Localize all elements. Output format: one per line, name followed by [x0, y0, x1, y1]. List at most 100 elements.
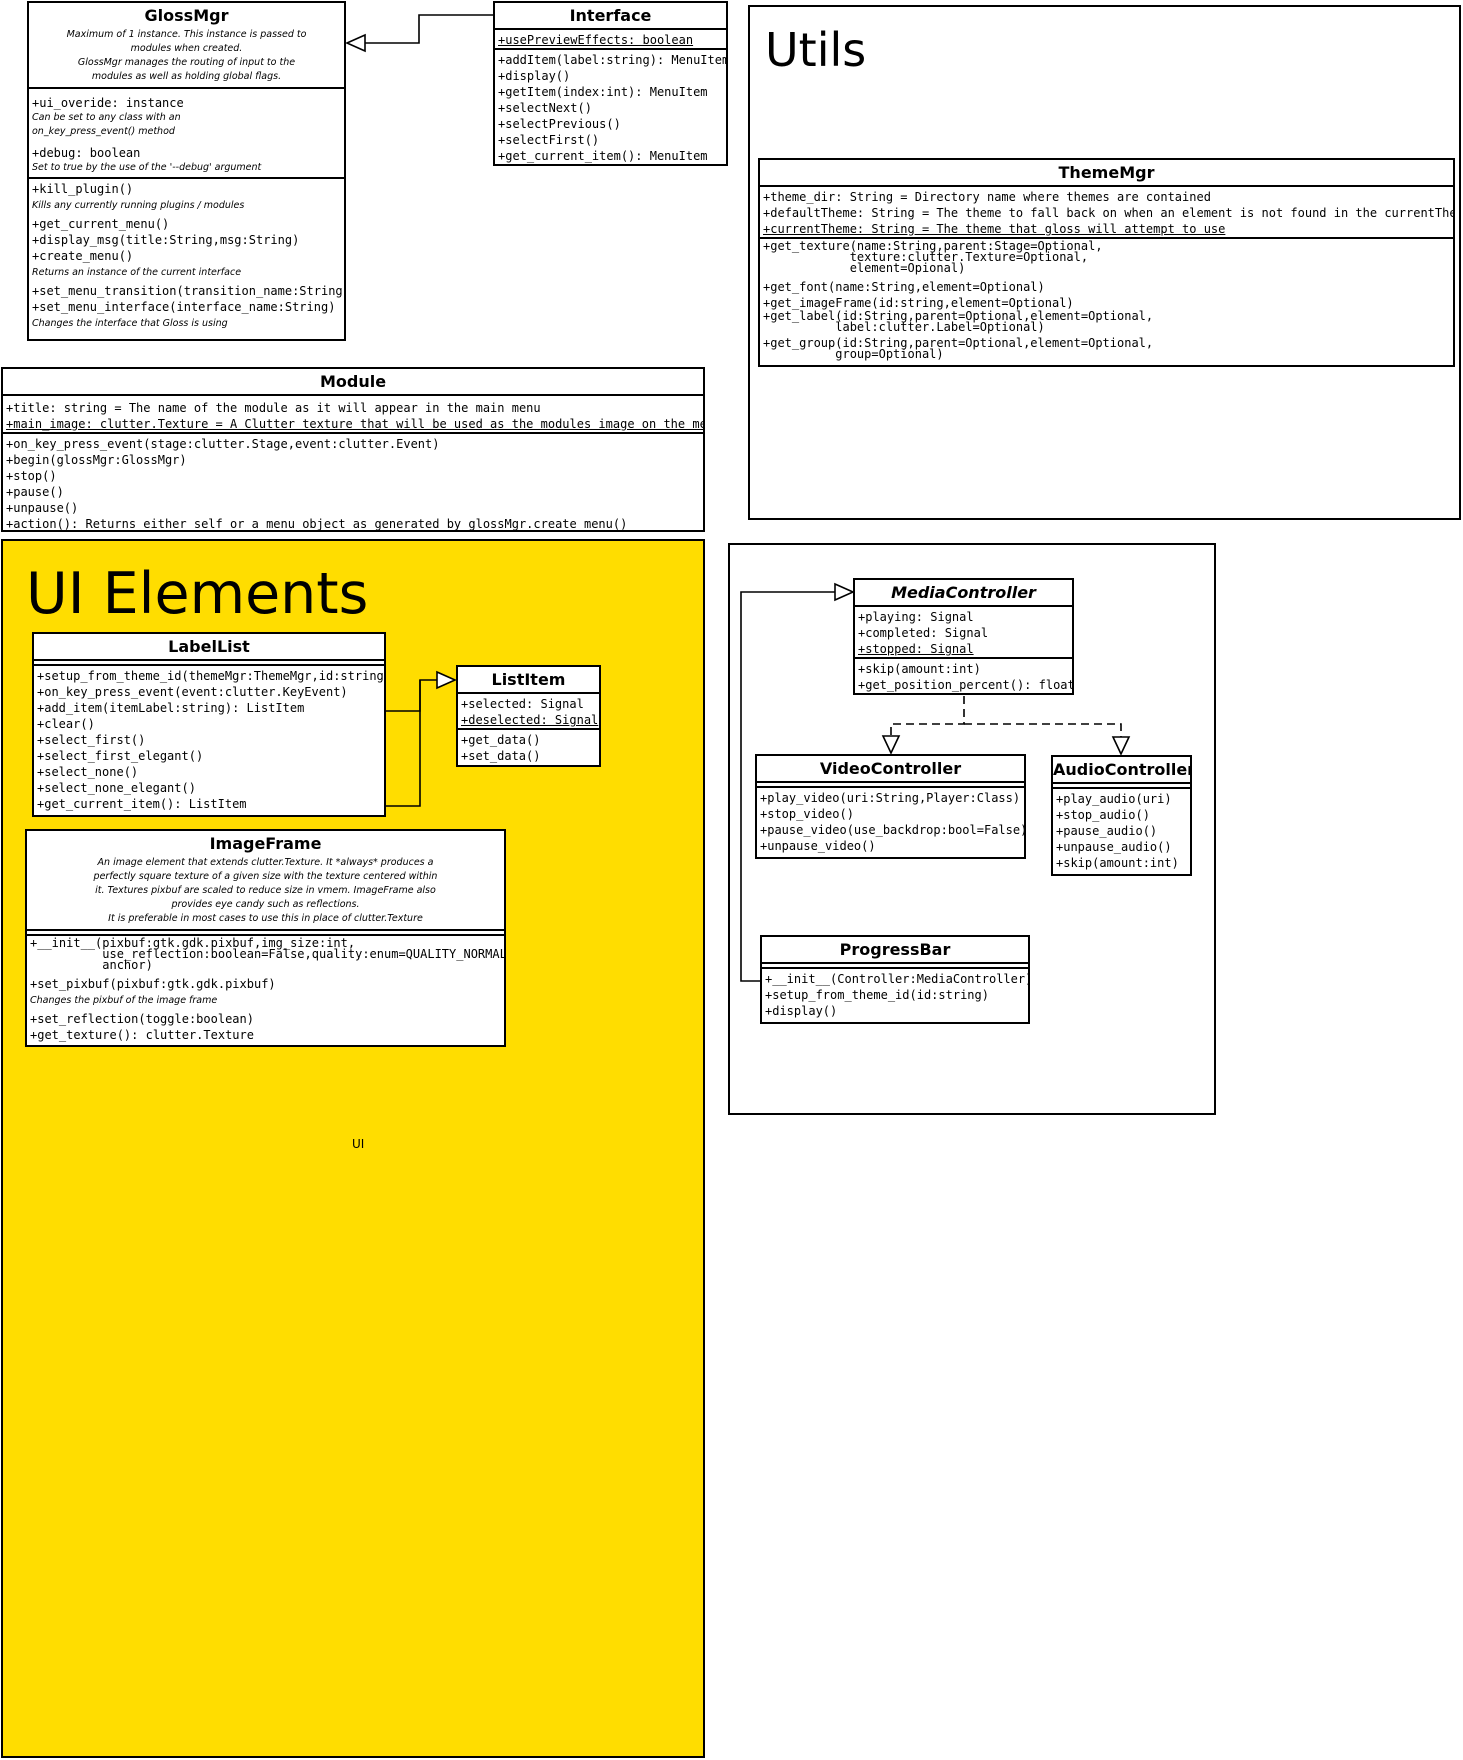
module-method: +pause() — [6, 485, 64, 499]
listitem-methods: +get_data() +set_data() — [458, 728, 599, 765]
mediacontroller-class-name: MediaController — [891, 583, 1036, 602]
progressbar-method: +display() — [765, 1004, 838, 1018]
audiocontroller-attributes — [1053, 782, 1190, 787]
module-attribute: +main_image: clutter.Texture = A Clutter… — [6, 417, 705, 431]
glossmgr-method: +display_msg(title:String,msg:String) — [32, 233, 300, 247]
thememgr-method: +get_texture(name:String,parent:Stage=Op… — [763, 239, 1103, 275]
progressbar-class[interactable]: ProgressBar +__init__(Controller:MediaCo… — [760, 935, 1030, 1024]
imageframe-class[interactable]: ImageFrame An image element that extends… — [25, 829, 506, 1047]
progressbar-methods: +__init__(Controller:MediaController) +s… — [762, 967, 1028, 1021]
audiocontroller-method: +unpause_audio() — [1056, 840, 1172, 854]
videocontroller-method: +play_video(uri:String,Player:Class) — [760, 791, 1021, 805]
glossmgr-description-line: modules when created. — [130, 43, 243, 54]
imageframe-description-line: provides eye candy such as reflections. — [171, 899, 360, 910]
labellist-method: +add_item(itemLabel:string): ListItem — [37, 701, 305, 715]
thememgr-class[interactable]: ThemeMgr +theme_dir: String = Directory … — [758, 158, 1455, 367]
videocontroller-class[interactable]: VideoController +play_video(uri:String,P… — [755, 754, 1026, 859]
audiocontroller-method: +play_audio(uri) — [1056, 792, 1172, 806]
videocontroller-method: +stop_video() — [760, 807, 854, 821]
mediacontroller-attribute: +stopped: Signal — [858, 642, 974, 656]
listitem-attributes: +selected: Signal +deselected: Signal — [458, 692, 599, 728]
progressbar-method: +__init__(Controller:MediaController) — [765, 972, 1030, 986]
mediacontroller-attributes: +playing: Signal +completed: Signal +sto… — [855, 605, 1072, 657]
media-package — [728, 543, 1216, 1115]
labellist-method: +select_first() — [37, 733, 146, 747]
interface-attributes: +usePreviewEffects: boolean — [495, 28, 726, 48]
interface-method: +selectPrevious() — [498, 117, 621, 131]
thememgr-methods: +get_texture(name:String,parent:Stage=Op… — [760, 237, 1453, 362]
audiocontroller-class[interactable]: AudioController +play_audio(uri) +stop_a… — [1051, 755, 1192, 876]
glossmgr-attribute: +debug: boolean — [32, 146, 141, 160]
interface-method: +get_current_item(): MenuItem — [498, 149, 708, 163]
progressbar-method: +setup_from_theme_id(id:string) — [765, 988, 989, 1002]
ui-elements-package-title: UI Elements — [26, 561, 369, 627]
labellist-class[interactable]: LabelList +setup_from_theme_id(themeMgr:… — [32, 632, 386, 817]
interface-method: +addItem(label:string): MenuItem — [498, 53, 728, 67]
interface-class[interactable]: Interface +usePreviewEffects: boolean +a… — [493, 1, 728, 166]
audiocontroller-methods: +play_audio(uri) +stop_audio() +pause_au… — [1053, 787, 1190, 873]
labellist-method: +select_none_elegant() — [37, 781, 196, 795]
glossmgr-method: +create_menu() — [32, 249, 134, 263]
imageframe-description-line: perfectly square texture of a given size… — [93, 871, 438, 882]
glossmgr-method-note: Returns an instance of the current inter… — [32, 267, 242, 278]
audiocontroller-method: +stop_audio() — [1056, 808, 1150, 822]
glossmgr-description-line: Maximum of 1 instance. This instance is … — [66, 29, 307, 40]
thememgr-attribute: +defaultTheme: String = The theme to fal… — [763, 206, 1455, 220]
interface-class-name: Interface — [569, 6, 652, 25]
imageframe-method: +get_texture(): clutter.Texture — [30, 1028, 254, 1042]
listitem-attribute: +deselected: Signal — [461, 713, 599, 727]
videocontroller-attributes — [757, 781, 1024, 786]
glossmgr-attribute: +ui_overide: instance — [32, 96, 184, 110]
audiocontroller-method: +pause_audio() — [1056, 824, 1158, 838]
videocontroller-class-name: VideoController — [819, 759, 962, 778]
interface-generalization-arrow — [345, 14, 493, 53]
glossmgr-method: +get_current_menu() — [32, 217, 170, 231]
listitem-class[interactable]: ListItem +selected: Signal +deselected: … — [456, 665, 601, 767]
progressbar-class-name: ProgressBar — [839, 940, 951, 959]
mediacontroller-attribute: +completed: Signal — [858, 626, 989, 640]
glossmgr-method-note: Changes the interface that Gloss is usin… — [32, 318, 228, 329]
ui-package-label: UI — [352, 1137, 365, 1151]
imageframe-methods: +__init__(pixbuf:gtk.gdk.pixbuf,img_size… — [27, 934, 504, 1045]
labellist-class-name: LabelList — [168, 637, 250, 656]
thememgr-attributes: +theme_dir: String = Directory name wher… — [760, 185, 1453, 237]
glossmgr-description-line: GlossMgr manages the routing of input to… — [77, 57, 296, 68]
thememgr-method: +get_label(id:String,parent=Optional,ele… — [763, 309, 1154, 334]
videocontroller-methods: +play_video(uri:String,Player:Class) +st… — [757, 786, 1024, 856]
audiocontroller-method: +skip(amount:int) — [1056, 856, 1179, 870]
module-method: +stop() — [6, 469, 57, 483]
imageframe-method: +__init__(pixbuf:gtk.gdk.pixbuf,img_size… — [30, 936, 506, 972]
module-attribute: +title: string = The name of the module … — [6, 401, 541, 415]
mediacontroller-class[interactable]: MediaController +playing: Signal +comple… — [853, 578, 1074, 695]
imageframe-attributes — [27, 929, 504, 934]
thememgr-method: +get_group(id:String,parent=Optional,ele… — [763, 336, 1154, 361]
labellist-method: +on_key_press_event(event:clutter.KeyEve… — [37, 685, 348, 699]
imageframe-method: +set_reflection(toggle:boolean) — [30, 1012, 254, 1026]
glossmgr-method: +set_menu_transition(transition_name:Str… — [32, 284, 346, 298]
imageframe-method-note: Changes the pixbuf of the image frame — [30, 995, 218, 1006]
thememgr-class-name: ThemeMgr — [1058, 163, 1155, 182]
utils-package — [748, 5, 1461, 520]
module-class[interactable]: Module +title: string = The name of the … — [1, 367, 705, 532]
labellist-method: +setup_from_theme_id(themeMgr:ThemeMgr,i… — [37, 669, 386, 683]
glossmgr-class[interactable]: GlossMgr Maximum of 1 instance. This ins… — [27, 1, 346, 341]
glossmgr-method-note: Kills any currently running plugins / mo… — [32, 200, 245, 211]
thememgr-method: +get_imageFrame(id:string,element=Option… — [763, 296, 1074, 310]
glossmgr-description: Maximum of 1 instance. This instance is … — [29, 28, 344, 87]
listitem-attribute: +selected: Signal — [461, 697, 584, 711]
glossmgr-class-name: GlossMgr — [144, 6, 229, 25]
imageframe-description-line: It is preferable in most cases to use th… — [108, 913, 423, 924]
thememgr-attribute: +currentTheme: String = The theme that g… — [763, 222, 1226, 236]
module-method: +unpause() — [6, 501, 79, 515]
interface-method: +selectFirst() — [498, 133, 600, 147]
labellist-attributes — [34, 659, 384, 664]
listitem-method: +set_data() — [461, 749, 541, 763]
glossmgr-attributes: +ui_overide: instance Can be set to any … — [29, 87, 344, 177]
glossmgr-method: +kill_plugin() — [32, 182, 134, 196]
interface-attribute: +usePreviewEffects: boolean — [498, 33, 694, 47]
interface-methods: +addItem(label:string): MenuItem +displa… — [495, 48, 728, 164]
glossmgr-description-line: modules as well as holding global flags. — [91, 71, 282, 82]
module-class-name: Module — [319, 372, 387, 391]
audiocontroller-class-name: AudioController — [1053, 760, 1192, 779]
utils-package-title: Utils — [765, 23, 867, 77]
